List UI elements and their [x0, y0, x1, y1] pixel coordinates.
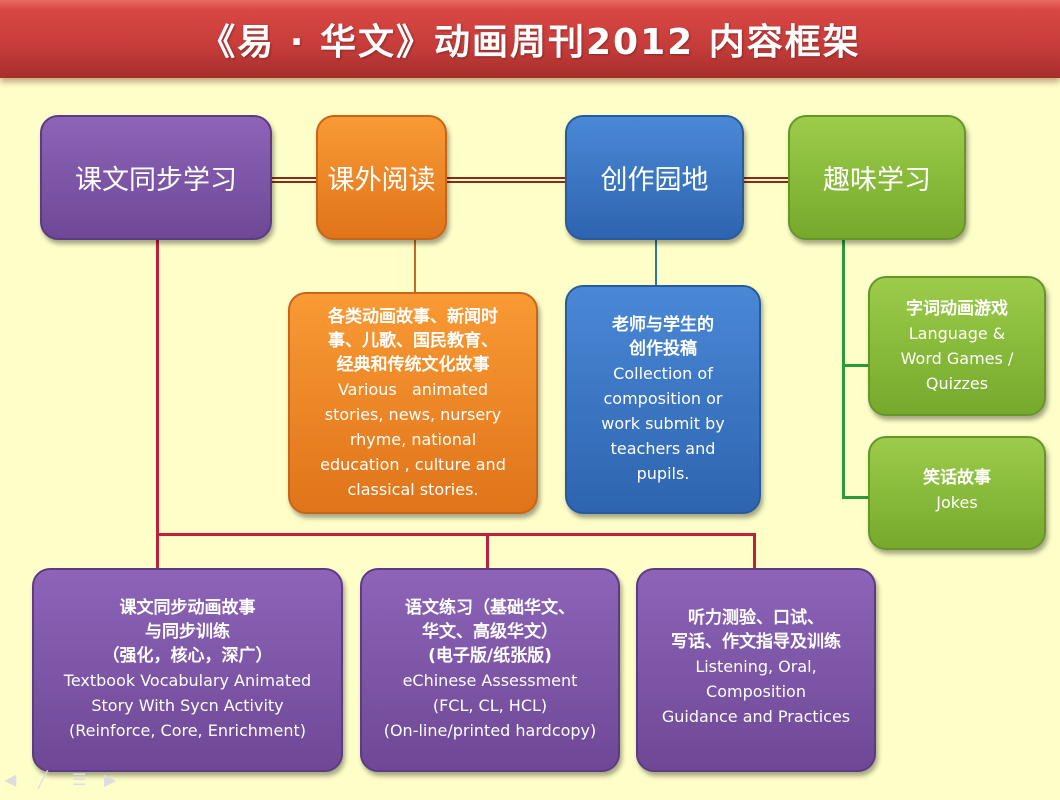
connector — [744, 177, 788, 183]
title-bar: 《易 · 华文》动画周刊2012 内容框架 — [0, 0, 1060, 78]
zh-text: 经典和传统文化故事 — [336, 354, 490, 375]
zh-text: 老师与学生的 — [612, 315, 714, 335]
zh-text: 与同步训练 — [145, 622, 230, 642]
category-creation: 创作园地 — [565, 115, 744, 240]
connector — [156, 533, 756, 536]
category-label: 课文同步学习 — [75, 165, 237, 196]
pen-icon[interactable]: ╱ — [38, 770, 48, 789]
connector — [447, 177, 565, 183]
connector — [842, 364, 870, 367]
language-exercise-box: 语文练习（基础华文、 华文、高级华文） (电子版/纸张版) eChinese A… — [360, 568, 620, 772]
zh-text: 各类动画故事、新闻时 — [328, 306, 498, 327]
en-text: Guidance and Practices — [661, 707, 851, 726]
en-text: Language & — [908, 323, 1006, 343]
creation-box: 老师与学生的 创作投稿 Collection of composition or… — [565, 285, 761, 514]
en-text: pupils. — [636, 464, 690, 483]
en-text: teachers and — [610, 439, 716, 458]
category-extra-reading: 课外阅读 — [316, 115, 447, 240]
jokes-box: 笑话故事 Jokes — [868, 436, 1046, 550]
connector — [156, 240, 159, 570]
previous-slide-icon[interactable]: ◀ — [4, 770, 17, 789]
en-text: Word Games / — [900, 348, 1014, 368]
en-text: stories, news, nursery — [324, 404, 502, 424]
en-text: rhyme, national — [349, 429, 477, 449]
category-fun-learning: 趣味学习 — [788, 115, 966, 240]
menu-icon[interactable]: ☰ — [72, 770, 87, 789]
en-text: Composition — [706, 682, 806, 701]
listening-box: 听力测验、口试、 写话、作文指导及训练 Listening, Oral, Com… — [636, 568, 876, 772]
en-text: work submit by — [601, 414, 725, 433]
zh-text: 华文、高级华文） — [422, 622, 558, 642]
zh-text: 语文练习（基础华文、 — [405, 598, 575, 618]
zh-text: 写话、作文指导及训练 — [671, 632, 841, 652]
en-text: Listening, Oral, — [695, 657, 817, 676]
zh-text: 笑话故事 — [923, 468, 991, 488]
connector — [842, 496, 870, 499]
word-games-box: 字词动画游戏 Language & Word Games / Quizzes — [868, 276, 1046, 416]
en-text: eChinese Assessment — [402, 671, 578, 690]
en-text: Jokes — [936, 493, 978, 512]
connector — [753, 533, 756, 570]
en-text: education , culture and — [320, 454, 506, 474]
zh-text: (电子版/纸张版) — [428, 646, 552, 666]
sync-animation-box: 课文同步动画故事 与同步训练 （强化，核心，深广） Textbook Vocab… — [32, 568, 343, 772]
en-text: (On-line/printed hardcopy) — [383, 721, 597, 740]
zh-text: 事、儿歌、国民教育、 — [328, 330, 498, 351]
zh-text: 听力测验、口试、 — [688, 608, 824, 628]
slide-title: 《易 · 华文》动画周刊2012 内容框架 — [199, 22, 861, 63]
en-text: Collection of — [613, 364, 713, 383]
category-label: 课外阅读 — [327, 165, 436, 196]
connector — [842, 240, 845, 499]
en-text: composition or — [603, 389, 723, 408]
connector — [486, 533, 489, 570]
connector — [414, 240, 416, 294]
en-text: (FCL, CL, HCL) — [432, 696, 548, 715]
category-label: 创作园地 — [600, 165, 709, 196]
reading-box: 各类动画故事、新闻时 事、儿歌、国民教育、 经典和传统文化故事 Various … — [288, 292, 538, 514]
zh-text: （强化，核心，深广） — [102, 646, 273, 666]
en-text: Textbook Vocabulary Animated — [63, 671, 312, 690]
en-text: classical stories. — [347, 479, 479, 499]
zh-text: 课文同步动画故事 — [119, 598, 256, 618]
category-label: 趣味学习 — [823, 165, 931, 196]
connector — [655, 240, 657, 287]
connector — [272, 177, 316, 183]
zh-text: 创作投稿 — [629, 339, 697, 359]
en-text: (Reinforce, Core, Enrichment) — [68, 721, 307, 740]
zh-text: 字词动画游戏 — [906, 298, 1008, 319]
next-slide-icon[interactable]: ▶ — [104, 770, 117, 789]
en-text: Story With Sycn Activity — [91, 696, 284, 715]
category-sync-learning: 课文同步学习 — [40, 115, 272, 240]
en-text: Quizzes — [925, 373, 989, 393]
en-text: Various animated — [337, 379, 489, 399]
